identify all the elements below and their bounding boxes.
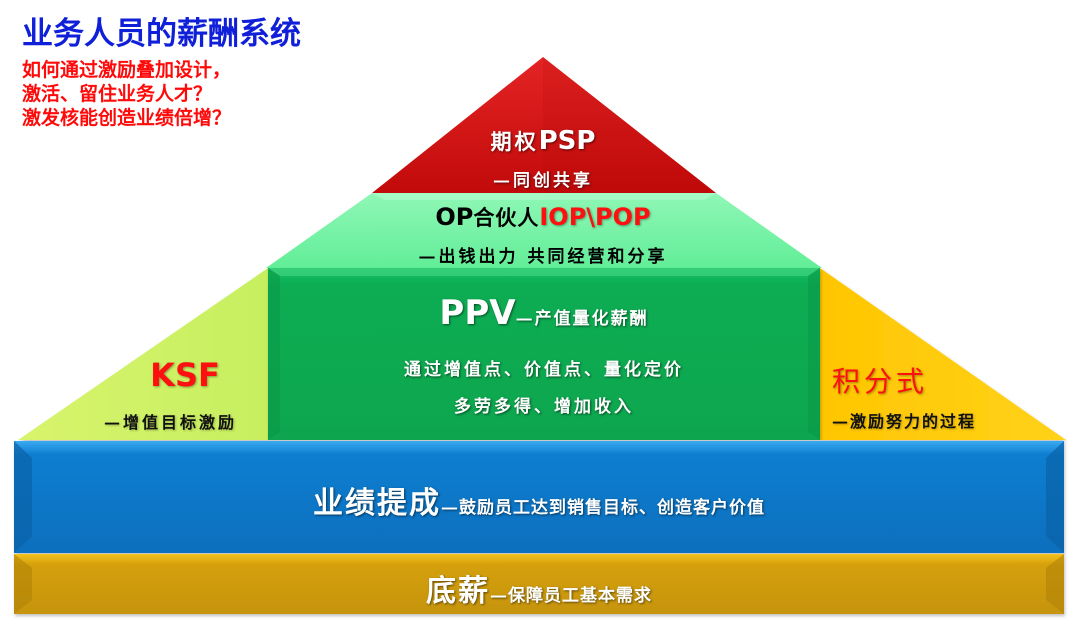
ksf-block: [18, 268, 268, 440]
psp-label-cn: 期权: [490, 129, 539, 154]
base-salary-desc: —保障员工基本需求: [490, 586, 652, 606]
commission-block: [14, 441, 1064, 553]
ksf-desc: —增值目标激励: [104, 413, 238, 432]
op-label-prefix: OP: [435, 203, 474, 231]
psp-block: [372, 57, 716, 193]
page-title: 业务人员的薪酬系统: [22, 16, 301, 52]
ksf-label: KSF: [150, 356, 220, 394]
op-label-cn: 合伙人: [473, 205, 540, 230]
base-salary-label: 底薪: [426, 574, 490, 609]
op-label-highlight: IOP\POP: [539, 203, 651, 231]
question-line-3: 激发核能创造业绩倍增？: [22, 107, 232, 129]
points-label: 积分式: [832, 365, 929, 398]
question-line-1: 如何通过激励叠加设计，: [22, 59, 232, 81]
psp-desc: —同创共享: [493, 171, 593, 191]
psp-label-en: PSP: [538, 126, 596, 156]
points-block: [820, 268, 1066, 440]
ppv-line-1: 通过增值点、价值点、量化定价: [404, 360, 684, 380]
commission-title: 业绩提成—鼓励员工达到销售目标、创造客户价值: [14, 478, 1064, 522]
ppv-label-en: PPV: [439, 293, 516, 333]
question-line-2: 激活、留住业务人才？: [22, 83, 213, 105]
commission-label: 业绩提成: [313, 486, 441, 521]
ppv-label-desc: —产值量化薪酬: [515, 309, 649, 329]
points-desc: —激励努力的过程: [832, 412, 977, 431]
op-title: OP合伙人IOP\POP: [370, 202, 716, 232]
op-block: [266, 193, 822, 268]
ppv-block: [268, 268, 820, 440]
ppv-title: PPV—产值量化薪酬: [268, 293, 820, 333]
op-desc: —出钱出力 共同经营和分享: [418, 247, 668, 267]
base-salary-block: [14, 554, 1064, 614]
psp-title: 期权PSP: [443, 126, 643, 156]
commission-desc: —鼓励员工达到销售目标、创造客户价值: [441, 498, 765, 518]
ppv-line-2: 多劳多得、增加收入: [454, 397, 634, 417]
base-salary-title: 底薪—保障员工基本需求: [14, 566, 1064, 610]
